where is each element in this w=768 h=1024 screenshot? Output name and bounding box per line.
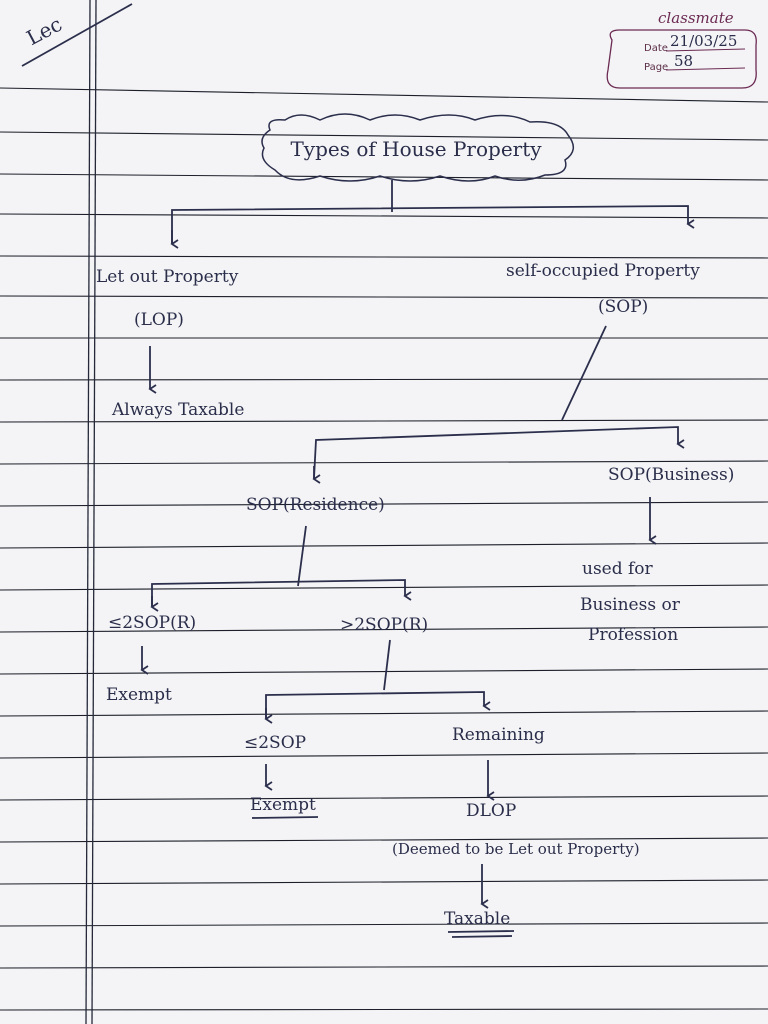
node-sop-residence: SOP(Residence): [246, 495, 385, 515]
node-dlop-full: (Deemed to be Let out Property): [392, 840, 640, 858]
node-gt2-sop-r: >2SOP(R): [340, 615, 428, 635]
taxable-underline-2: [451, 935, 513, 938]
node-sop-line2: (SOP): [598, 297, 648, 317]
margin-lines: [85, 0, 97, 1024]
node-business-use-line2: Business or: [580, 595, 681, 615]
node-taxable: Taxable: [444, 909, 510, 929]
node-dlop: DLOP: [466, 801, 516, 821]
brand-label: classmate: [658, 9, 734, 27]
node-le2-sop: ≤2SOP: [244, 733, 306, 753]
page-value: 58: [674, 52, 693, 70]
node-business-use-line3: Profession: [588, 625, 678, 645]
diagram-title: Types of House Property: [290, 137, 542, 161]
corner-strike: [21, 3, 133, 67]
node-remaining: Remaining: [452, 725, 545, 745]
taxable-underline-1: [447, 930, 515, 933]
node-lop-line1: Let out Property: [96, 267, 239, 287]
node-always-taxable: Always Taxable: [111, 400, 244, 420]
node-le2-sop-r: ≤2SOP(R): [108, 613, 196, 633]
title-cloud: [261, 113, 574, 182]
node-sop-line1: self-occupied Property: [506, 261, 700, 281]
node-business-use-line1: used for: [582, 559, 654, 579]
ruled-lines: [0, 87, 768, 1011]
connectors: [140, 180, 695, 909]
node-lop-line2: (LOP): [134, 310, 184, 330]
node-exempt-2: Exempt: [250, 795, 316, 815]
date-value: 21/03/25: [670, 32, 737, 50]
node-sop-business: SOP(Business): [608, 465, 734, 485]
node-exempt-1: Exempt: [106, 685, 172, 705]
exempt-underline: [251, 816, 319, 819]
page-label: Page: [644, 62, 668, 73]
date-page-badge: classmate Date 21/03/25 Page 58: [606, 9, 757, 89]
date-label: Date: [644, 43, 668, 54]
badge-frame: [606, 29, 757, 89]
